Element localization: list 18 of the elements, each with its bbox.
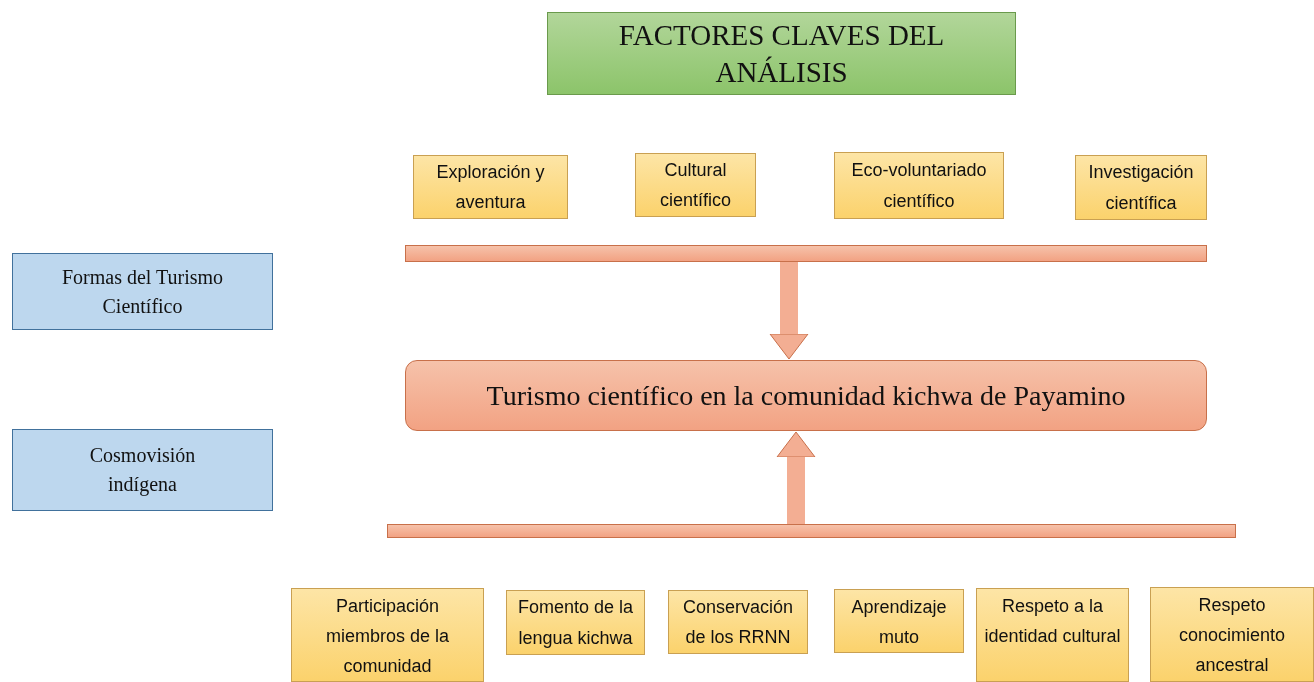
factor-box: Respeto conocimiento ancestral: [1150, 587, 1314, 682]
block-arrow: [776, 431, 816, 524]
factor-box: Participación miembros de la comunidad: [291, 588, 484, 682]
factor-box: Aprendizaje muto: [834, 589, 964, 653]
factor-box: Cultural científico: [635, 153, 756, 217]
factor-box: Fomento de la lengua kichwa: [506, 590, 645, 655]
factor-box: Respeto a la identidad cultural: [976, 588, 1129, 682]
factor-box: Conservación de los RRNN: [668, 590, 808, 654]
category-box: Cosmovisión indígena: [12, 429, 273, 511]
block-arrow: [769, 262, 809, 360]
connector-bar: [387, 524, 1236, 538]
category-box: Formas del Turismo Científico: [12, 253, 273, 330]
heading-box: FACTORES CLAVES DEL ANÁLISIS: [547, 12, 1016, 95]
factor-box: Eco-voluntariado científico: [834, 152, 1004, 219]
factor-box: Exploración y aventura: [413, 155, 568, 219]
connector-bar: [405, 245, 1207, 262]
factor-box: Investigación científica: [1075, 155, 1207, 220]
central-topic-box: Turismo científico en la comunidad kichwa de Payamino: [405, 360, 1207, 431]
